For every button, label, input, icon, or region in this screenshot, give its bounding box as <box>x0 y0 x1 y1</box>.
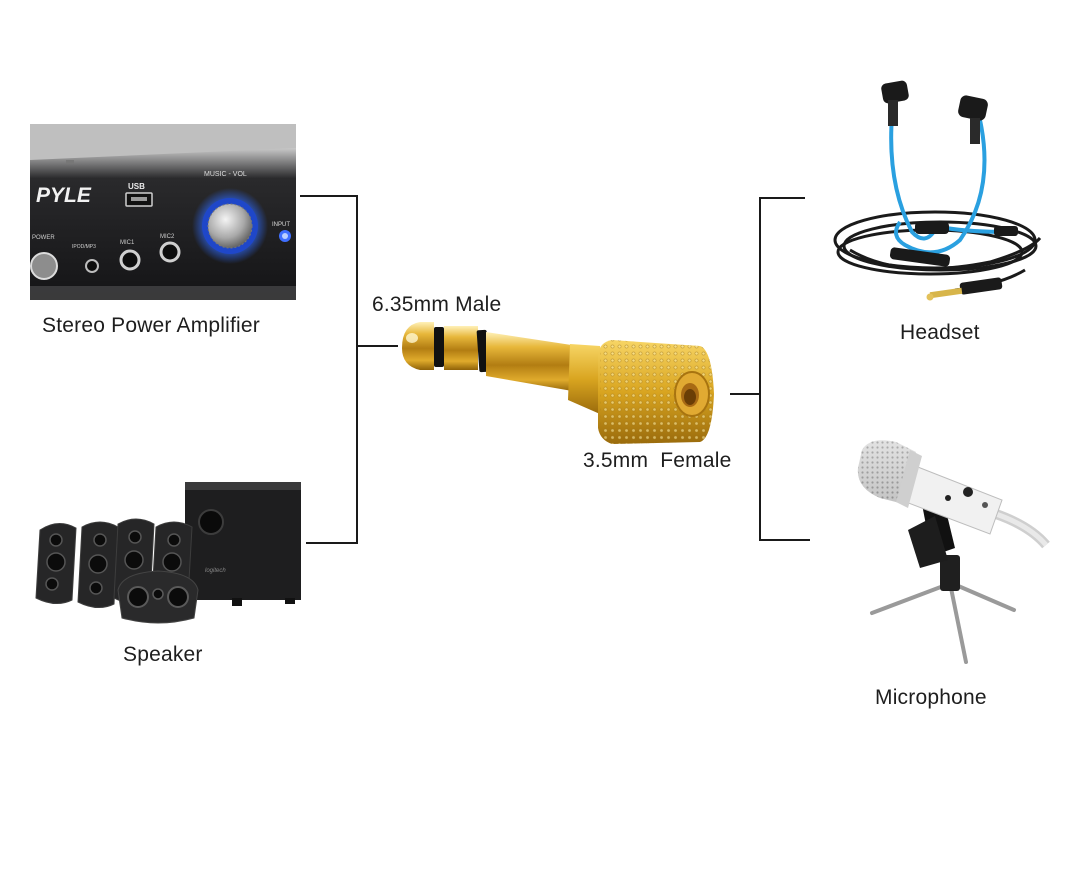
amp-input-label: INPUT <box>272 222 290 228</box>
adapter-image <box>402 322 714 444</box>
amp-vol-label: MUSIC - VOL <box>204 171 247 178</box>
speaker-image: logitech <box>35 482 301 624</box>
connector-lines <box>300 195 810 544</box>
amp-mic1-label: MIC1 <box>120 240 135 246</box>
amp-brand: PYLE <box>36 184 92 207</box>
male-plug-label: 6.35mm Male <box>372 293 502 316</box>
microphone-image <box>857 440 1050 664</box>
female-jack-label: 3.5mm Female <box>583 449 732 472</box>
amp-ipod-label: IPOD/MP3 <box>72 244 96 250</box>
microphone-label: Microphone <box>875 686 987 709</box>
amplifier-label: Stereo Power Amplifier <box>42 314 260 337</box>
amplifier-image: PYLE USB POWER IPOD/MP3 MIC1 MIC2 MUSIC … <box>30 124 296 300</box>
headset-image <box>833 80 1042 301</box>
amp-power-label: POWER <box>32 235 55 241</box>
amp-usb-label: USB <box>128 182 145 191</box>
headset-label: Headset <box>900 321 980 344</box>
speaker-label: Speaker <box>123 643 203 666</box>
speaker-brand: logitech <box>205 568 226 574</box>
amp-mic2-label: MIC2 <box>160 234 175 240</box>
